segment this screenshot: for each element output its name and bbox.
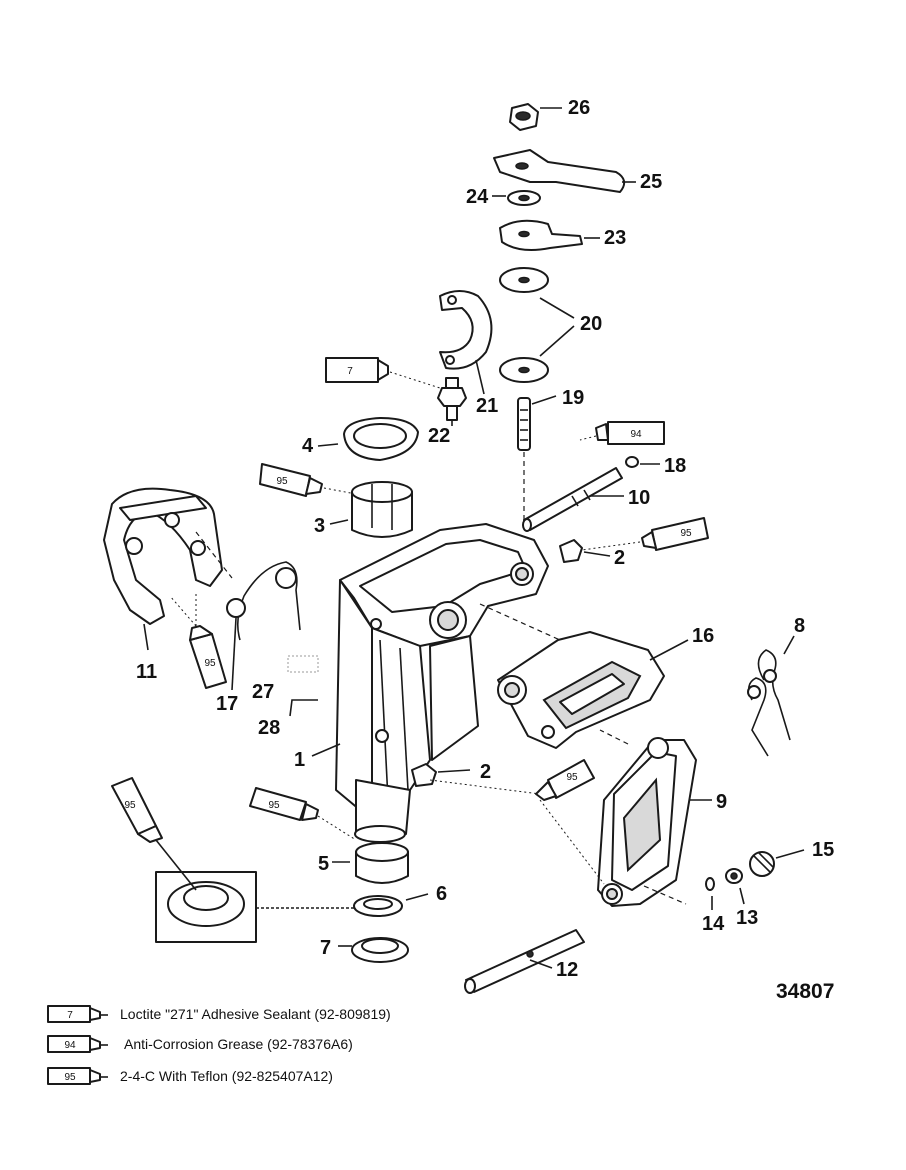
part-26-nut (509, 103, 562, 131)
part-17-spring-clip (226, 561, 301, 691)
part-22-fitting (437, 377, 467, 426)
callout-19: 19 (562, 387, 584, 409)
legend-row-94: 94 Anti-Corrosion Grease (92-78376A6) (47, 1035, 353, 1053)
part-24-washer (492, 190, 541, 206)
legend: 7 Loctite "271" Adhesive Sealant (92-809… (47, 1005, 391, 1085)
part-25-arm-plate (493, 149, 636, 193)
part-4-ring (317, 417, 419, 461)
part-12-tilt-pin (464, 929, 585, 994)
part-5-bushing (332, 842, 409, 884)
part-19-stud (517, 395, 557, 530)
callout-5: 5 (318, 853, 329, 875)
callout-22: 22 (428, 425, 450, 447)
callout-24: 24 (466, 186, 489, 208)
callout-4: 4 (302, 435, 314, 457)
callout-28: 28 (258, 717, 280, 739)
tube-95-label-mid: 95 (566, 772, 578, 783)
part-15-spring (749, 849, 805, 877)
callout-17: 17 (216, 693, 238, 715)
grease-94-tube-icon: 94 (579, 421, 665, 445)
part-21-retainer (439, 290, 493, 395)
part-8-spring (747, 635, 795, 757)
legend-row-7: 7 Loctite "271" Adhesive Sealant (92-809… (47, 1005, 391, 1023)
tube-94-label: 94 (630, 429, 642, 440)
legend-tube-95-number: 95 (64, 1072, 76, 1083)
tube-95-label-bracket: 95 (204, 658, 216, 669)
part-3-bushing (329, 481, 413, 538)
grease-95-tube-mid-icon: 95 (535, 759, 605, 885)
callout-26: 26 (568, 97, 590, 119)
grease-95-tube-seal-icon: 95 (111, 777, 197, 891)
callout-27: 27 (252, 681, 274, 703)
grease-95-tube-left-icon: 95 (249, 787, 357, 841)
part-1-swivel-bracket (311, 523, 549, 843)
seal-detail-inset (155, 871, 354, 943)
legend-text-95: 2-4-C With Teflon (92-825407A12) (120, 1068, 333, 1084)
part-2-fitting-upper (559, 539, 611, 563)
loctite-tube-label: 7 (347, 366, 353, 377)
part-13-washer (725, 868, 745, 905)
legend-tube-7-number: 7 (67, 1010, 73, 1021)
callout-10: 10 (628, 487, 650, 509)
part-16-tilt-lock (479, 603, 689, 749)
callout-6: 6 (436, 883, 447, 905)
callout-13: 13 (736, 907, 758, 929)
legend-text-94: Anti-Corrosion Grease (92-78376A6) (124, 1036, 353, 1052)
part-7-seal (338, 937, 409, 963)
callout-12: 12 (556, 959, 578, 981)
callout-9: 9 (716, 791, 727, 813)
grease-95-tube-icon: 95 (259, 463, 357, 497)
callout-23: 23 (604, 227, 626, 249)
callout-7: 7 (320, 937, 331, 959)
part-20-washers (499, 267, 575, 383)
part-14-clip (705, 877, 715, 910)
part-18-oring (625, 456, 660, 468)
callout-15: 15 (812, 839, 834, 861)
callout-11: 11 (136, 661, 157, 683)
tube-95-label-right: 95 (680, 528, 692, 539)
callout-2-lower: 2 (480, 761, 491, 783)
tube-95-label-left: 95 (268, 800, 280, 811)
callout-3: 3 (314, 515, 325, 537)
callout-1: 1 (294, 749, 305, 771)
loctite-tube-icon: 7 (325, 357, 441, 389)
callout-14: 14 (702, 913, 725, 935)
tube-95-label-seal: 95 (124, 800, 136, 811)
part-2-fitting-lower (411, 763, 541, 795)
part-11-bracket-cover (103, 487, 233, 651)
callout-18: 18 (664, 455, 686, 477)
tube-95-label-a: 95 (276, 476, 288, 487)
part-28-plate (289, 699, 318, 717)
grease-95-tube-right-icon: 95 (581, 517, 709, 551)
legend-tube-94-number: 94 (64, 1040, 76, 1051)
figure-number: 34807 (776, 980, 834, 1003)
callout-21: 21 (476, 395, 498, 417)
part-23-tab-washer (499, 219, 600, 251)
callout-25: 25 (640, 171, 662, 193)
callout-2-upper: 2 (614, 547, 625, 569)
callout-20: 20 (580, 313, 602, 335)
part-27-plate (287, 655, 319, 673)
part-9-tilt-bracket (597, 729, 712, 907)
legend-text-7: Loctite "271" Adhesive Sealant (92-80981… (120, 1006, 391, 1022)
part-6-seal (353, 893, 429, 917)
callout-8: 8 (794, 615, 805, 637)
grease-95-tube-bracket-icon: 95 (169, 594, 227, 689)
legend-row-95: 95 2-4-C With Teflon (92-825407A12) (47, 1067, 333, 1085)
callouts: 26 25 24 23 20 21 19 22 4 18 10 3 2 8 16… (136, 97, 834, 981)
callout-16: 16 (692, 625, 714, 647)
part-10-tilt-tube (522, 467, 624, 532)
